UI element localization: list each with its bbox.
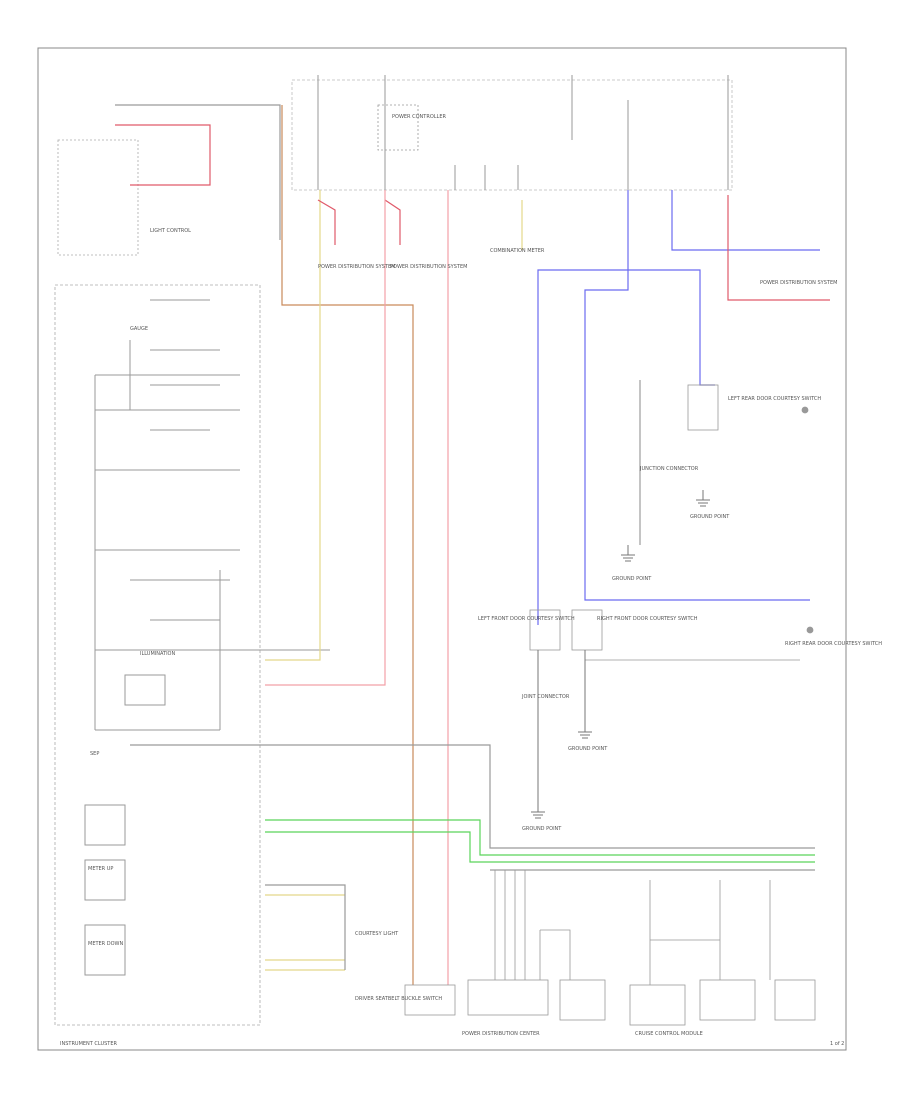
cluster-internals xyxy=(84,299,330,976)
red-wire-1 xyxy=(317,199,336,245)
ground-point-label-2: GROUND POINT xyxy=(612,576,652,582)
combination-meter-label: COMBINATION METER xyxy=(490,248,545,254)
illumination-label: ILLUMINATION xyxy=(140,651,175,657)
courtesy-light-label: COURTESY LIGHT xyxy=(355,931,399,937)
light-control-label: LIGHT CONTROL xyxy=(150,228,191,234)
red-wire-4 xyxy=(727,195,830,301)
yellow-wire xyxy=(265,190,321,661)
power-controller-box xyxy=(377,104,419,151)
light-control-switch xyxy=(57,139,139,256)
meter-down-label: METER DOWN xyxy=(88,941,123,947)
power-distrib-label-3: POWER DISTRIBUTION SYSTEM xyxy=(760,280,837,286)
left-front-door-label: LEFT FRONT DOOR COURTESY SWITCH xyxy=(478,616,575,622)
blue-wire-3 xyxy=(671,190,820,251)
power-controller-label: POWER CONTROLLER xyxy=(392,114,446,120)
right-front-door-label: RIGHT FRONT DOOR COURTESY SWITCH xyxy=(597,616,698,622)
fuse-drops xyxy=(317,75,729,190)
ground-point-label-4: GROUND POINT xyxy=(522,826,562,832)
power-distribution-box xyxy=(291,79,733,191)
brown-wire xyxy=(281,105,414,985)
instrument-cluster-box xyxy=(54,284,261,1026)
page-ref-label: 1 of 2 xyxy=(830,1041,844,1047)
green-wire-2 xyxy=(265,831,815,863)
power-distrib-label-1: POWER DISTRIBUTION SYSTEM xyxy=(318,264,395,270)
driver-seatbelt-label: DRIVER SEATBELT BUCKLE SWITCH xyxy=(355,996,442,1002)
gauge-label: GAUGE xyxy=(130,326,148,332)
green-wire-1 xyxy=(265,819,815,856)
joint-connector-label: JOINT CONNECTOR xyxy=(521,694,570,700)
blue-wire-1 xyxy=(537,269,715,625)
power-distrib-label-2: POWER DISTRIBUTION SYSTEM xyxy=(390,264,467,270)
right-rear-door-label: RIGHT REAR DOOR COURTESY SWITCH xyxy=(785,641,882,647)
cruise-module-label: CRUISE CONTROL MODULE xyxy=(635,1031,703,1037)
bottom-modules xyxy=(404,870,816,1026)
blue-wire-2 xyxy=(584,190,810,601)
cluster-label: INSTRUMENT CLUSTER xyxy=(60,1041,118,1047)
left-rear-door-label: LEFT REAR DOOR COURTESY SWITCH xyxy=(728,396,821,402)
pdc-label: POWER DISTRIBUTION CENTER xyxy=(462,1031,540,1037)
gray-wire-bus xyxy=(130,744,815,849)
red-wire-2 xyxy=(384,199,401,245)
sep-label: SEP xyxy=(90,751,99,757)
meter-up-label: METER UP xyxy=(88,866,113,872)
ground-point-label-3: GROUND POINT xyxy=(568,746,608,752)
ground-symbols xyxy=(531,490,710,819)
ground-point-label-1: GROUND POINT xyxy=(690,514,730,520)
red-wire-3 xyxy=(265,190,386,686)
junction-connector-label: JUNCTION CONNECTOR xyxy=(639,466,699,472)
diagram-frame xyxy=(37,47,847,1051)
